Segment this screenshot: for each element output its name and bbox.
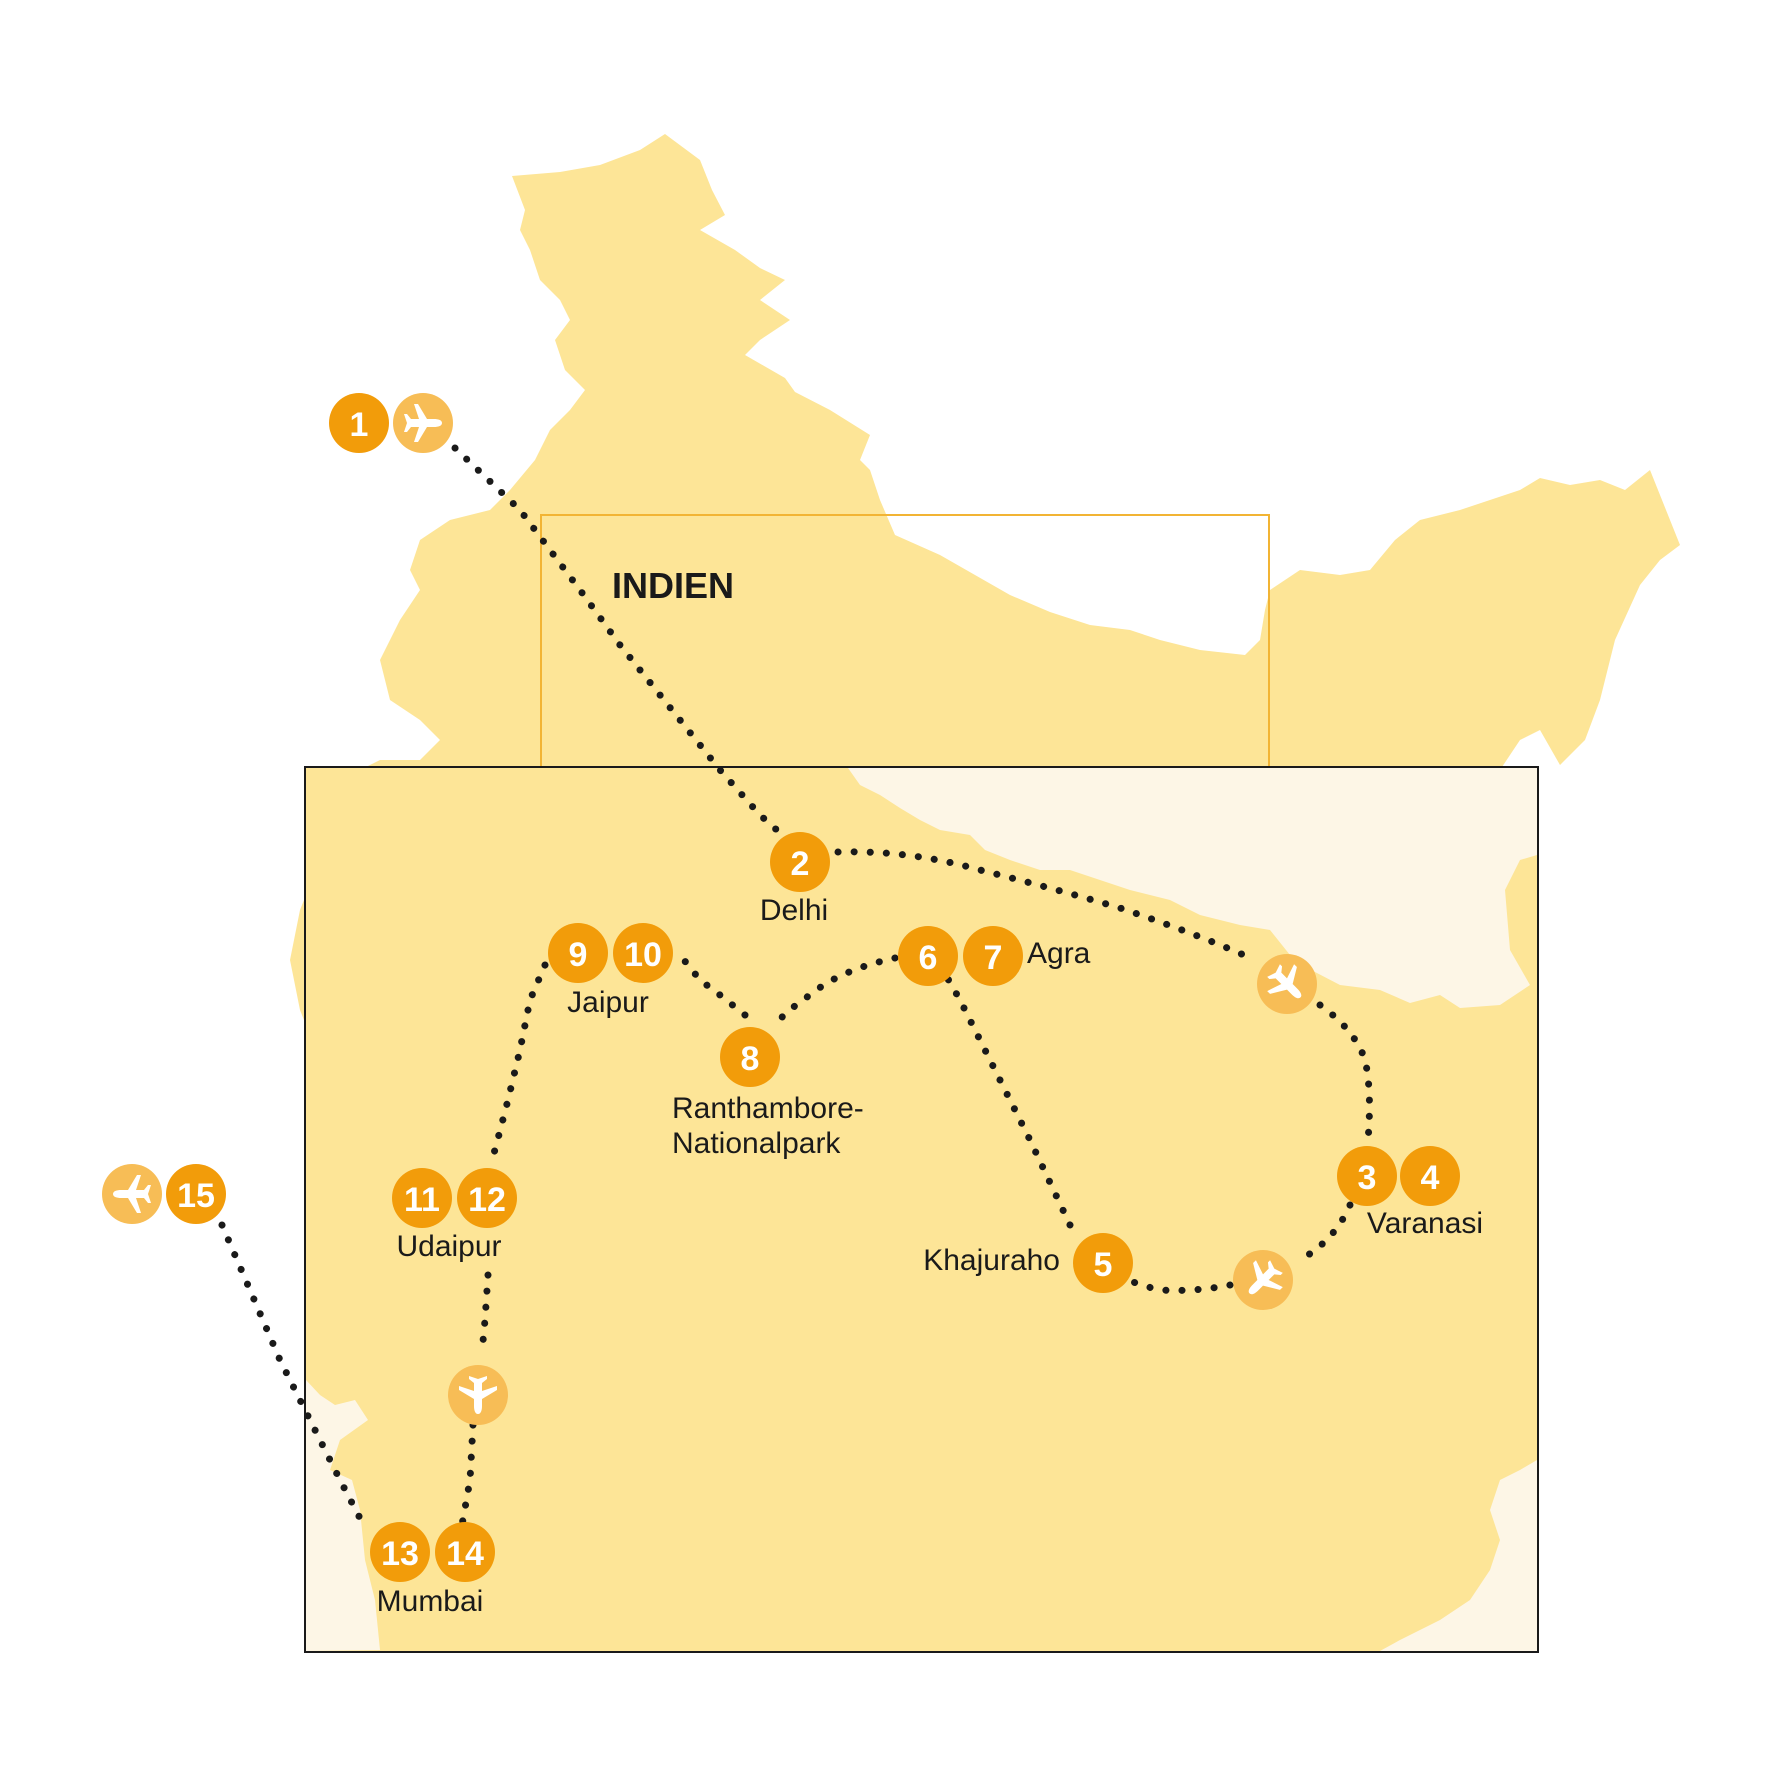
stop-13[interactable]: 13 (370, 1522, 430, 1582)
stop-12[interactable]: 12 (457, 1168, 517, 1228)
stop-15-number: 15 (177, 1177, 215, 1215)
stop-5[interactable]: 5 (1073, 1233, 1133, 1293)
stop-14[interactable]: 14 (435, 1522, 495, 1582)
route-5-6 (936, 961, 1074, 1229)
stop-3-number: 3 (1358, 1159, 1377, 1197)
airplane-icon[interactable] (102, 1164, 162, 1224)
stops: 1 2 3 4 5 6 7 8 (166, 393, 1460, 1582)
place-varanasi: Varanasi (1367, 1207, 1483, 1240)
route-15-13 (218, 1221, 366, 1526)
inset-arabian-sea-area (306, 1380, 380, 1651)
route-1-2 (451, 444, 792, 844)
place-khajuraho: Khajuraho (923, 1244, 1060, 1277)
labels: INDIEN Delhi Agra Jaipur Ranthambore- Na… (377, 565, 1483, 1618)
airplane-icon[interactable] (1233, 1250, 1293, 1310)
stop-6[interactable]: 6 (898, 926, 958, 986)
route-12-flight (478, 1271, 492, 1356)
flight-markers (102, 393, 1317, 1425)
route-lines (218, 444, 1373, 1529)
stop-7-number: 7 (984, 939, 1003, 977)
route-flight-14 (458, 1421, 477, 1529)
stop-10-number: 10 (624, 936, 662, 974)
route-6-8 (771, 954, 899, 1029)
inset-bay-area (1380, 1460, 1537, 1651)
stop-11-number: 11 (404, 1181, 440, 1219)
stop-11[interactable]: 11 (392, 1168, 452, 1228)
airplane-icon[interactable] (448, 1365, 508, 1425)
stop-15[interactable]: 15 (166, 1164, 226, 1224)
place-jaipur: Jaipur (567, 986, 649, 1019)
country-label: INDIEN (612, 565, 734, 606)
place-agra: Agra (1027, 937, 1091, 970)
route-9-11 (486, 961, 549, 1166)
stop-7[interactable]: 7 (963, 926, 1023, 986)
inset-nepal-area (848, 768, 1537, 1008)
stop-13-number: 13 (381, 1535, 419, 1573)
stop-2[interactable]: 2 (770, 832, 830, 892)
stop-4[interactable]: 4 (1400, 1146, 1460, 1206)
stop-8-number: 8 (741, 1040, 760, 1078)
stop-4-number: 4 (1421, 1159, 1440, 1197)
stop-5-number: 5 (1094, 1246, 1113, 1284)
route-8-10 (676, 951, 749, 1019)
stop-1[interactable]: 1 (329, 393, 389, 453)
airplane-icon[interactable] (1257, 954, 1317, 1014)
stop-8[interactable]: 8 (720, 1027, 780, 1087)
route-2-flight (834, 848, 1259, 964)
stop-1-number: 1 (350, 406, 369, 444)
stop-9-number: 9 (569, 936, 588, 974)
stop-12-number: 12 (468, 1181, 506, 1219)
stop-6-number: 6 (919, 939, 938, 977)
stop-9[interactable]: 9 (548, 923, 608, 983)
airplane-icon[interactable] (393, 393, 453, 453)
place-delhi: Delhi (760, 894, 828, 927)
route-flight-5 (1121, 1274, 1234, 1294)
stop-10[interactable]: 10 (613, 923, 673, 983)
place-udaipur: Udaipur (396, 1230, 501, 1263)
place-ranthambore-line2: Nationalpark (672, 1127, 841, 1160)
place-ranthambore-line1: Ranthambore- (672, 1092, 864, 1125)
stop-14-number: 14 (446, 1535, 484, 1573)
stop-3[interactable]: 3 (1337, 1146, 1397, 1206)
stop-2-number: 2 (791, 845, 810, 883)
place-mumbai: Mumbai (377, 1585, 484, 1618)
